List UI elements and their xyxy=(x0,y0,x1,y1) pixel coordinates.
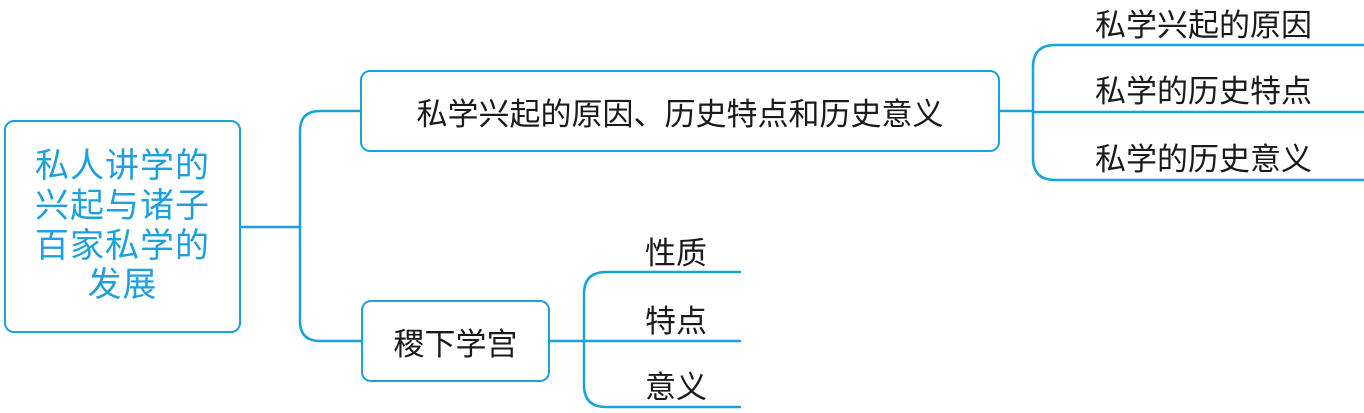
branch-node-private-schools: 私学兴起的原因、历史特点和历史意义 xyxy=(360,70,1000,152)
root-line-1: 私人讲学的 xyxy=(35,145,210,186)
root-line-3: 百家私学的 xyxy=(35,225,210,266)
connector-trunk xyxy=(298,109,363,343)
leaf-historical-significance: 私学的历史意义 xyxy=(1095,142,1312,178)
root-node: 私人讲学的 兴起与诸子 百家私学的 发展 xyxy=(4,120,241,333)
leaf-significance: 意义 xyxy=(645,370,707,406)
root-label: 私人讲学的 兴起与诸子 百家私学的 发展 xyxy=(35,145,210,306)
bracket-branch-2 xyxy=(582,270,742,409)
leaf-historical-features: 私学的历史特点 xyxy=(1095,74,1312,110)
branch-label: 私学兴起的原因、历史特点和历史意义 xyxy=(416,96,944,133)
branch-label: 稷下学宫 xyxy=(393,326,518,363)
branch-node-jixia-academy: 稷下学宫 xyxy=(361,300,550,382)
root-line-2: 兴起与诸子 xyxy=(35,185,210,226)
leaf-origin-reasons: 私学兴起的原因 xyxy=(1095,8,1312,44)
root-line-4: 发展 xyxy=(87,265,158,306)
leaf-nature: 性质 xyxy=(645,236,707,272)
leaf-features: 特点 xyxy=(645,304,707,340)
